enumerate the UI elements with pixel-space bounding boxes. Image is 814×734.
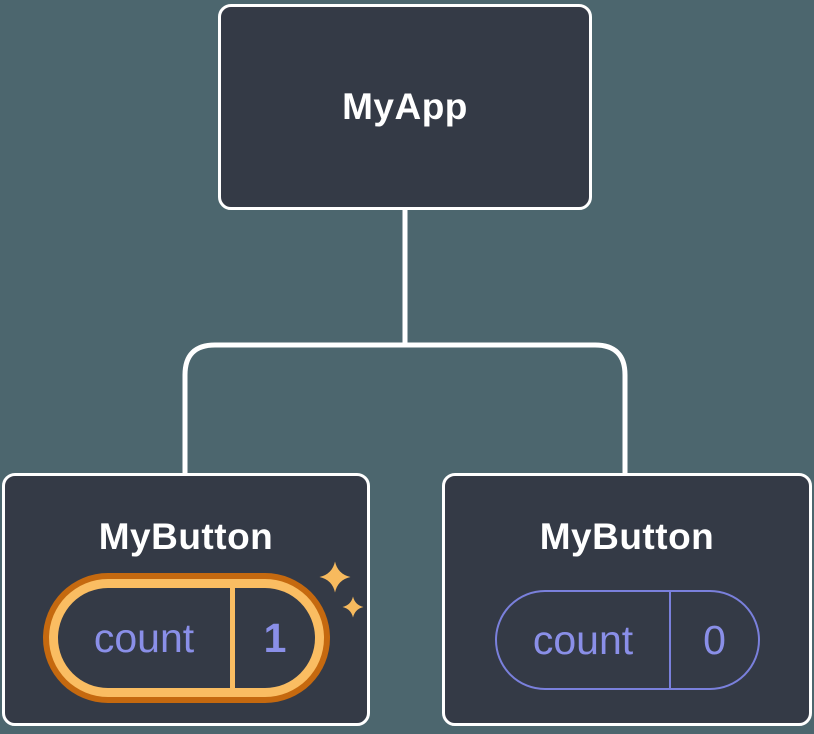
sparkles-icon: [319, 561, 364, 618]
child-left-label: MyButton: [98, 516, 274, 557]
state-pill-highlighted: count 1: [43, 573, 330, 703]
state-value: 0: [703, 616, 726, 663]
state-pill-highlight-ring: count 1: [49, 579, 324, 697]
state-name-label: count: [93, 614, 195, 661]
state-value: 1: [263, 614, 287, 661]
state-pill: count 0: [495, 590, 760, 690]
state-pill-divider: [669, 592, 671, 688]
child-node-left: MyButton count 1: [2, 473, 370, 726]
root-node-label: MyApp: [342, 86, 468, 127]
root-node: MyApp: [218, 4, 592, 210]
child-right-label: MyButton: [539, 516, 715, 557]
state-pill-body: count 1: [58, 588, 315, 688]
state-pill-divider: [230, 588, 235, 688]
child-node-right: MyButton count 0: [442, 473, 812, 726]
state-name-label: count: [532, 616, 634, 663]
